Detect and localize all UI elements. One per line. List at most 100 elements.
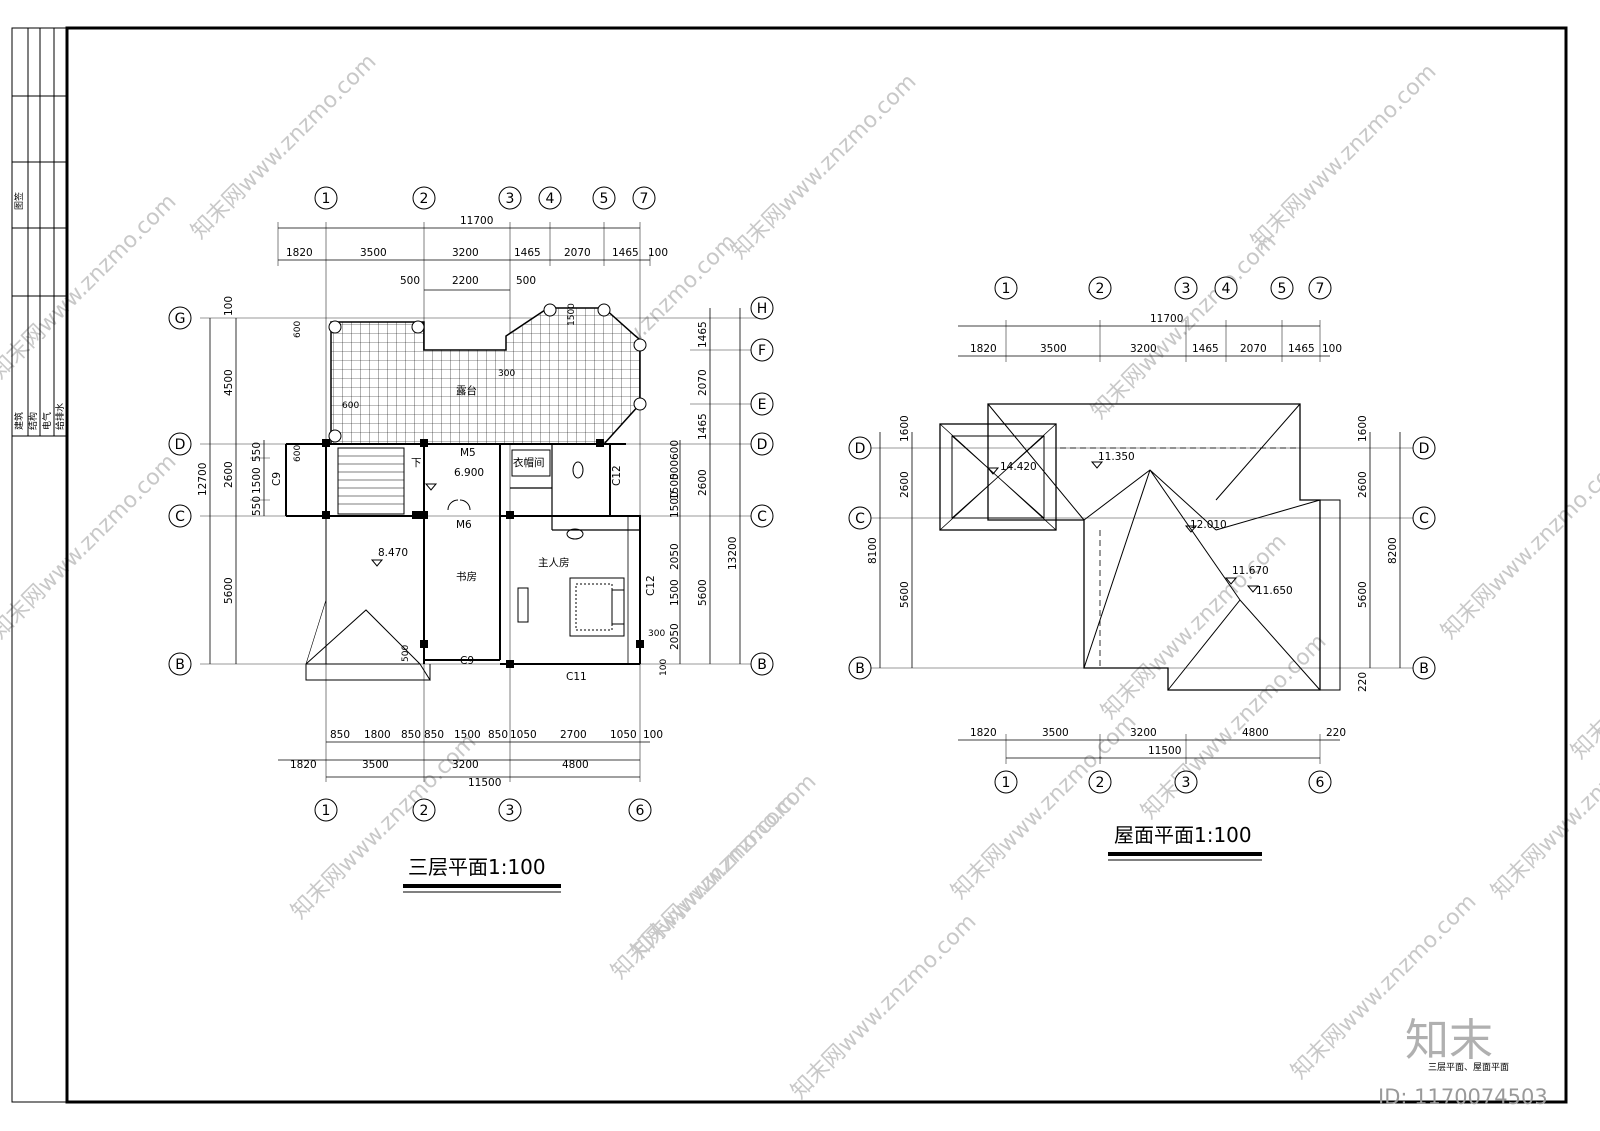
p3-left-dim: 100 bbox=[223, 296, 235, 316]
roof-top-dim: 3500 bbox=[1040, 343, 1067, 355]
roof-right-dim: 1600 bbox=[1357, 415, 1369, 442]
roof-top-dim: 2070 bbox=[1240, 343, 1267, 355]
roof-top-dim: 1465 bbox=[1288, 343, 1315, 355]
axis-bubble-right: F bbox=[750, 338, 774, 362]
label-down: 下 bbox=[411, 457, 422, 469]
svg-text:7: 7 bbox=[1316, 281, 1325, 297]
p3-overall-top: 11700 bbox=[460, 215, 493, 227]
axis-bubble-top: 2 bbox=[412, 186, 436, 210]
axis-bubble-top: 5 bbox=[1270, 276, 1294, 300]
watermark-text: 知末网www.znzmo.com bbox=[627, 769, 822, 964]
svg-text:1: 1 bbox=[1002, 281, 1011, 297]
svg-text:C: C bbox=[175, 509, 185, 525]
svg-text:7: 7 bbox=[640, 191, 649, 207]
roof-top-dim: 1465 bbox=[1192, 343, 1219, 355]
roof-top-dim: 100 bbox=[1322, 343, 1342, 355]
axis-bubble-right: B bbox=[750, 652, 774, 676]
p3-bottom-dim1: 850 bbox=[401, 729, 421, 741]
roof-level: 12.010 bbox=[1190, 519, 1227, 531]
svg-text:2: 2 bbox=[420, 191, 429, 207]
axis-bubble-bottom: 2 bbox=[412, 798, 436, 822]
p3-right-dim: 1465 bbox=[697, 321, 709, 348]
svg-text:C: C bbox=[855, 511, 865, 527]
misc-dim: 100 bbox=[659, 659, 669, 676]
axis-bubble-left: D bbox=[848, 436, 872, 460]
watermark-text: 知末网www.znzmo.com bbox=[787, 909, 982, 1104]
svg-text:2: 2 bbox=[1096, 281, 1105, 297]
axis-bubble-right: E bbox=[750, 392, 774, 416]
axis-bubble-right: H bbox=[750, 296, 774, 320]
watermark-text: 知末网www.znzmo.com bbox=[1087, 229, 1282, 424]
axis-bubble-right: B bbox=[1412, 656, 1436, 680]
axis-bubble-top: 3 bbox=[1174, 276, 1198, 300]
side-row-structure: 结构 bbox=[27, 412, 39, 430]
roof-left-dim: 1600 bbox=[899, 415, 911, 442]
watermark-text: 知末网www.znzmo.com bbox=[0, 449, 181, 644]
roof-bottom-dim: 3200 bbox=[1130, 727, 1157, 739]
side-row-electric: 电气 bbox=[41, 412, 53, 430]
p3-right-dim: 2050 bbox=[669, 623, 681, 650]
svg-text:1: 1 bbox=[322, 191, 331, 207]
label-c12a: C12 bbox=[611, 465, 623, 486]
p3-right-dim: 2600 bbox=[697, 469, 709, 496]
roof-overall-bottom: 11500 bbox=[1148, 745, 1181, 757]
svg-text:6: 6 bbox=[636, 803, 645, 819]
roof-bottom-dim: 220 bbox=[1326, 727, 1346, 739]
p3-overall-bottom: 11500 bbox=[468, 777, 501, 789]
roof-title: 屋面平面1:100 bbox=[1114, 823, 1252, 847]
p3-top-dim2: 500 bbox=[516, 275, 536, 287]
axis-bubble-right: C bbox=[1412, 506, 1436, 530]
roof-top-dim: 3200 bbox=[1130, 343, 1157, 355]
p3-top-dim2: 2200 bbox=[452, 275, 479, 287]
svg-text:B: B bbox=[1419, 661, 1429, 677]
roof-title-underline bbox=[1108, 852, 1262, 856]
misc-dim: 500 bbox=[401, 645, 411, 662]
label-c9a: C9 bbox=[271, 472, 283, 486]
p3-bottom-dim2: 4800 bbox=[562, 759, 589, 771]
p3-bottom-dim1: 1050 bbox=[510, 729, 537, 741]
axis-bubble-left: G bbox=[168, 306, 192, 330]
p3-top-dim: 100 bbox=[648, 247, 668, 259]
roof-left-dim: 5600 bbox=[899, 581, 911, 608]
p3-right-dim: 1500 bbox=[669, 579, 681, 606]
svg-text:E: E bbox=[758, 397, 767, 413]
plan3-title: 三层平面1:100 bbox=[408, 855, 546, 879]
svg-text:H: H bbox=[757, 301, 768, 317]
watermark-layer: 知末网www.znzmo.com知末网www.znzmo.com知末网www.z… bbox=[0, 49, 1600, 1104]
p3-right-dim2: 1500 bbox=[669, 473, 681, 500]
room-terrace: 露台 bbox=[456, 384, 477, 397]
stair bbox=[337, 447, 405, 515]
p3-right-dim3: 5600 bbox=[697, 579, 709, 606]
label-c12b: C12 bbox=[645, 575, 657, 596]
watermark-text: 知末网www.znzmo.com bbox=[0, 189, 181, 384]
roof-left-overall: 8100 bbox=[867, 537, 879, 564]
axis-bubble-bottom: 3 bbox=[498, 798, 522, 822]
label-m6: M6 bbox=[456, 519, 472, 531]
p3-top-dim: 1465 bbox=[612, 247, 639, 259]
brand-logo: 知末 bbox=[1405, 1015, 1493, 1066]
p3-bottom-dim2: 1820 bbox=[290, 759, 317, 771]
axis-bubble-left: B bbox=[168, 652, 192, 676]
level-8470: 8.470 bbox=[378, 547, 408, 559]
roof-level: 11.350 bbox=[1098, 451, 1135, 463]
svg-text:3: 3 bbox=[1182, 281, 1191, 297]
p3-right-dim: 1465 bbox=[697, 413, 709, 440]
p3-top-dim: 1465 bbox=[514, 247, 541, 259]
roof-top-dim: 1820 bbox=[970, 343, 997, 355]
svg-text:3: 3 bbox=[506, 191, 515, 207]
plan3-title-underline bbox=[403, 884, 561, 888]
p3-bottom-dim2: 3500 bbox=[362, 759, 389, 771]
axis-bubble-bottom: 6 bbox=[628, 798, 652, 822]
svg-text:C: C bbox=[757, 509, 767, 525]
svg-text:1: 1 bbox=[322, 803, 331, 819]
axis-bubble-top: 4 bbox=[538, 186, 562, 210]
svg-text:G: G bbox=[175, 311, 186, 327]
p3-bottom-dim2: 3200 bbox=[452, 759, 479, 771]
brand-caption: 三层平面、屋面平面 bbox=[1428, 1062, 1509, 1073]
bed bbox=[569, 577, 625, 637]
p3-right-dim: 2070 bbox=[697, 369, 709, 396]
axis-bubble-right: D bbox=[1412, 436, 1436, 460]
